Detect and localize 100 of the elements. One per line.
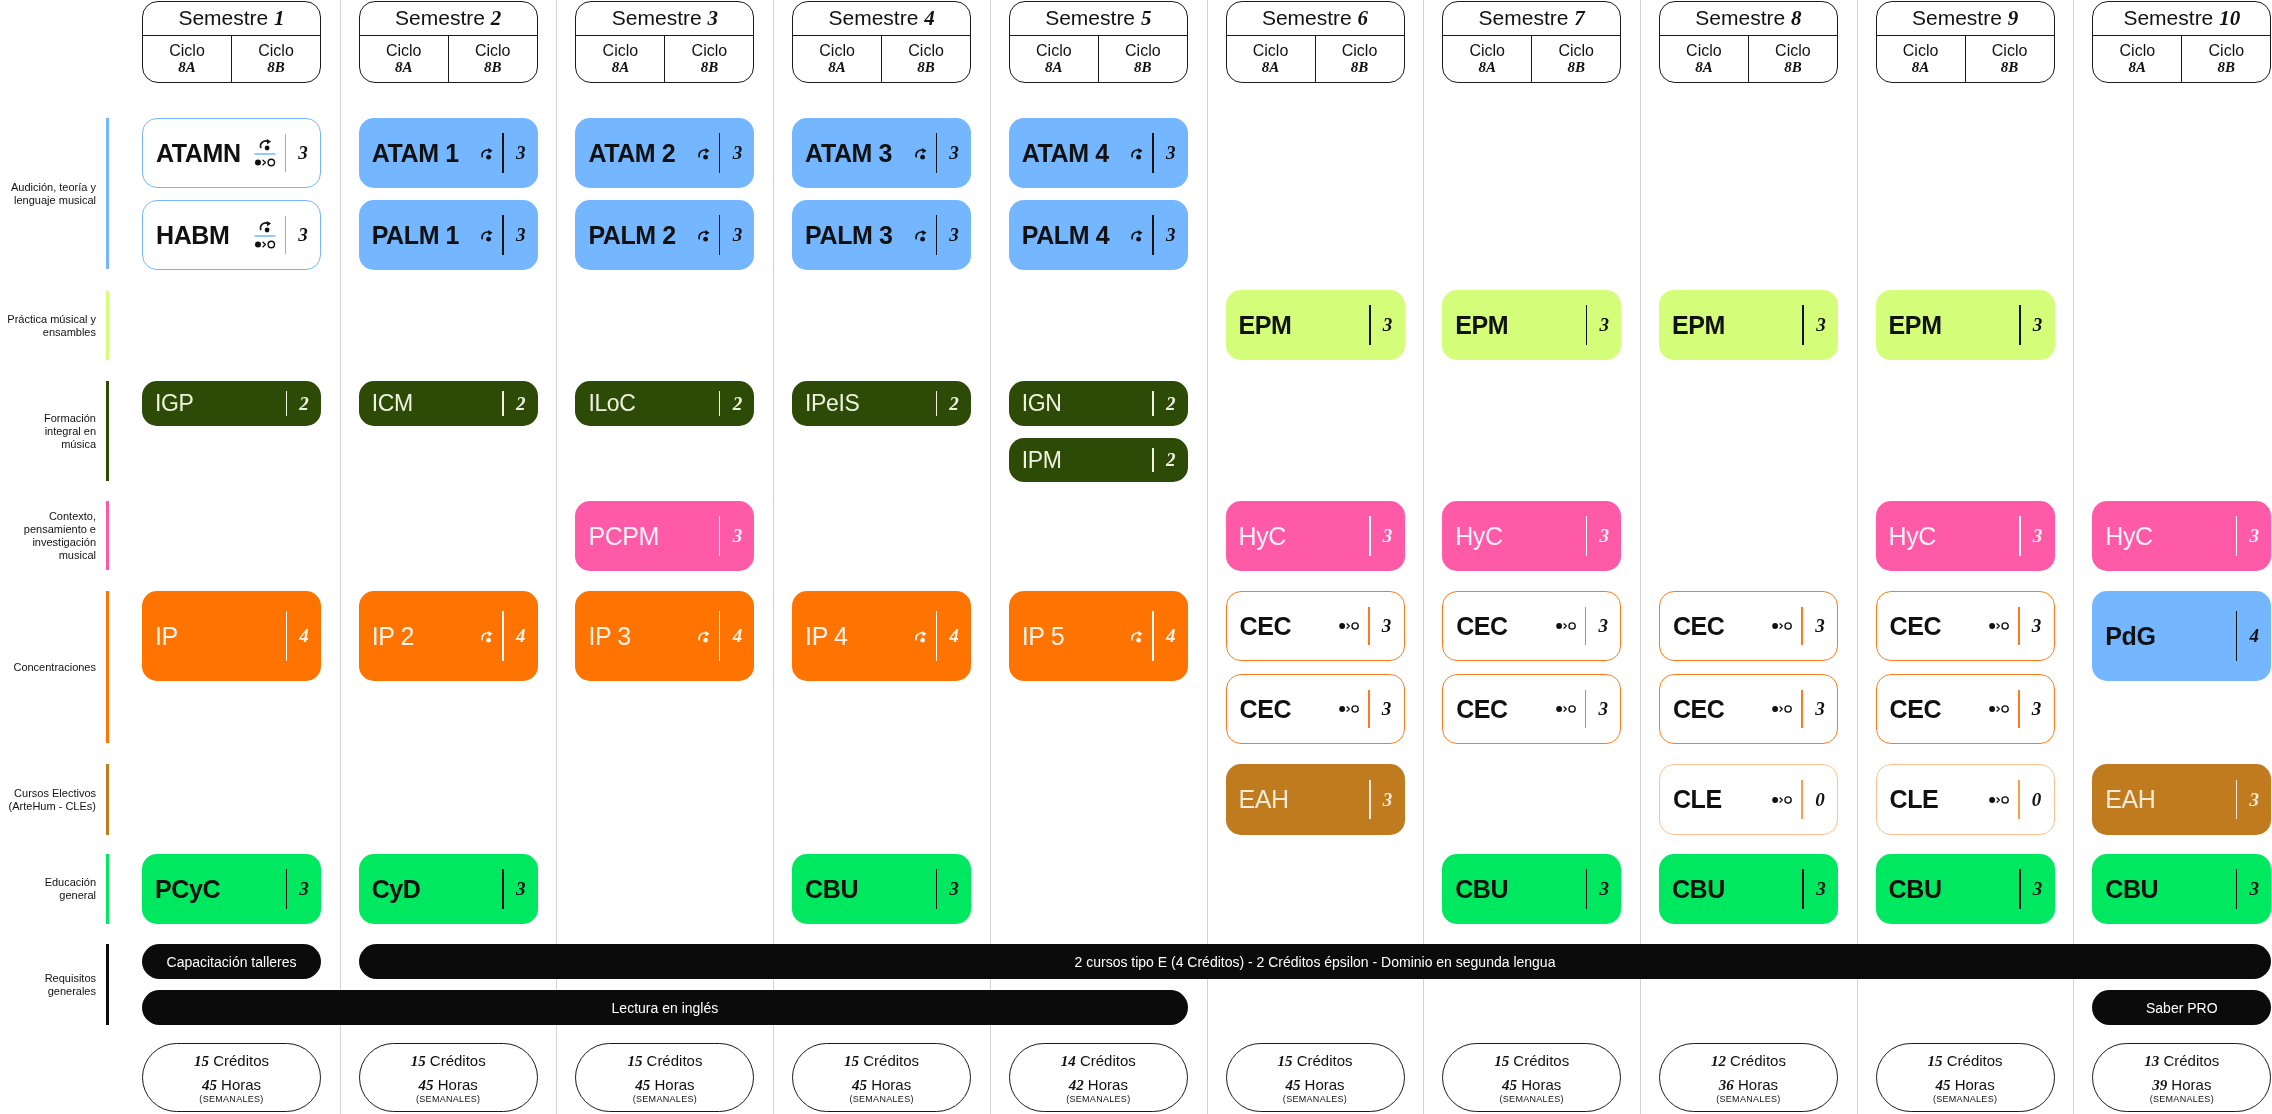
course-card <box>1658 290 1838 360</box>
course-card <box>1875 591 2055 661</box>
semester-header <box>142 1 321 83</box>
semester-title: Semestre 6 <box>1261 6 1369 31</box>
course-code: CEC <box>1239 611 1292 640</box>
credit-number: 2 <box>299 392 309 415</box>
requirement-text: Lectura en inglés <box>611 999 719 1016</box>
course-code: ATAM 2 <box>588 138 676 167</box>
course-card <box>1008 381 1188 426</box>
semester-header <box>792 1 972 83</box>
requirement-bar <box>142 990 1188 1025</box>
course-code: CEC <box>1672 694 1725 723</box>
cycle-cell: Ciclo 8B <box>1314 35 1404 82</box>
semester-title: Semestre 1 <box>178 6 285 31</box>
course-code: ICM <box>371 390 413 416</box>
cycle-cell: Ciclo 8A <box>793 35 882 82</box>
course-card <box>1442 290 1622 360</box>
hours-total: 45 Horas <box>635 1075 695 1094</box>
category-label: Audición, teoría y lenguaje musical <box>10 180 96 207</box>
semester-header <box>2092 1 2272 83</box>
credit-number: 3 <box>2031 615 2042 637</box>
credits-total: 15 Créditos <box>1927 1051 2003 1070</box>
credit-number: 0 <box>2031 788 2042 811</box>
cycle-cell: Ciclo 8B <box>664 35 754 82</box>
semester-title: Semestre 10 <box>2123 6 2241 31</box>
weekly-note: (SEMANALES) <box>1499 1093 1564 1104</box>
course-code: CBU <box>805 874 859 903</box>
course-code: EPM <box>1671 310 1725 339</box>
cycle-cell: Ciclo 8B <box>2181 35 2271 82</box>
course-code: EPM <box>1888 310 1942 339</box>
course-code: CBU <box>1671 874 1725 903</box>
hours-total: 45 Horas <box>418 1075 478 1094</box>
cycle-cell: Ciclo 8A <box>1226 35 1315 82</box>
hours-total: 36 Horas <box>1718 1075 1778 1094</box>
semester-title: Semestre 9 <box>1912 6 2019 31</box>
cycle-cell: Ciclo 8B <box>1964 35 2054 82</box>
credits-total: 15 Créditos <box>194 1051 269 1070</box>
cycle-cell: Ciclo 8A <box>1443 35 1532 82</box>
course-card <box>1875 854 2055 924</box>
cycle-cell: Ciclo 8B <box>1747 35 1837 82</box>
credit-number: 3 <box>2032 878 2043 900</box>
credit-number: 2 <box>949 392 959 415</box>
credit-number: 2 <box>732 392 743 415</box>
weekly-note: (SEMANALES) <box>1066 1093 1131 1104</box>
requirement-text: Capacitación talleres <box>166 953 297 970</box>
credit-number: 3 <box>1815 615 1825 637</box>
weekly-note: (SEMANALES) <box>1716 1093 1781 1104</box>
course-card <box>142 200 321 270</box>
credit-number: 3 <box>1599 525 1609 547</box>
course-card <box>1225 290 1405 360</box>
hours-total: 42 Horas <box>1068 1075 1128 1094</box>
credit-number: 3 <box>2032 314 2043 336</box>
weekly-note: (SEMANALES) <box>632 1093 698 1104</box>
credit-number: 3 <box>949 878 959 900</box>
course-code: CBU <box>2105 874 2159 903</box>
credit-number: 4 <box>1166 625 1176 647</box>
semester-header <box>1442 1 1622 83</box>
credit-number: 3 <box>1382 314 1393 336</box>
cycle-cell: Ciclo 8A <box>2093 35 2182 82</box>
course-card <box>358 200 538 270</box>
cycle-cell: Ciclo 8A <box>143 35 231 82</box>
cycle-cell: Ciclo 8A <box>576 35 665 82</box>
course-code: IP <box>155 621 178 650</box>
weekly-note: (SEMANALES) <box>199 1093 264 1104</box>
course-code: CEC <box>1239 694 1292 723</box>
course-card <box>792 591 972 681</box>
credit-number: 3 <box>1816 314 1826 336</box>
credit-number: 3 <box>515 224 526 246</box>
course-card <box>142 591 321 681</box>
course-code: PdG <box>2105 621 2156 650</box>
course-code: ATAM 1 <box>371 138 459 167</box>
course-card <box>142 118 321 188</box>
course-card <box>1225 764 1405 835</box>
course-code: PALM 1 <box>371 220 460 249</box>
credit-number: 3 <box>2031 698 2042 720</box>
category-label: Contexto, pensamiento e investigación musical <box>22 509 96 562</box>
semester-title: Semestre 7 <box>1478 6 1585 31</box>
course-card <box>792 381 972 426</box>
course-card <box>1442 854 1622 924</box>
requirement-bar <box>2092 990 2272 1025</box>
course-code: EAH <box>2105 785 2156 813</box>
credits-total: 12 Créditos <box>1710 1051 1786 1070</box>
category-label: Educación general <box>43 876 96 902</box>
credits-total: 15 Créditos <box>1277 1051 1353 1070</box>
course-card <box>2092 591 2272 681</box>
hours-total: 45 Horas <box>201 1075 262 1094</box>
course-card <box>1875 674 2055 744</box>
category-label: Formación integral en música <box>43 411 96 451</box>
requirement-text: Saber PRO <box>2146 999 2218 1016</box>
course-card <box>792 118 972 188</box>
credit-number: 4 <box>299 625 309 647</box>
course-card <box>1875 501 2055 571</box>
course-code: IP 4 <box>805 621 848 650</box>
credit-number: 3 <box>1815 698 1825 720</box>
course-code: CyD <box>371 874 421 903</box>
credit-number: 3 <box>1598 698 1608 720</box>
course-code: ATAM 4 <box>1021 138 1109 167</box>
cycle-cell: Ciclo 8A <box>1659 35 1748 82</box>
credit-number: 3 <box>949 224 959 246</box>
credits-total: 15 Créditos <box>844 1051 920 1070</box>
